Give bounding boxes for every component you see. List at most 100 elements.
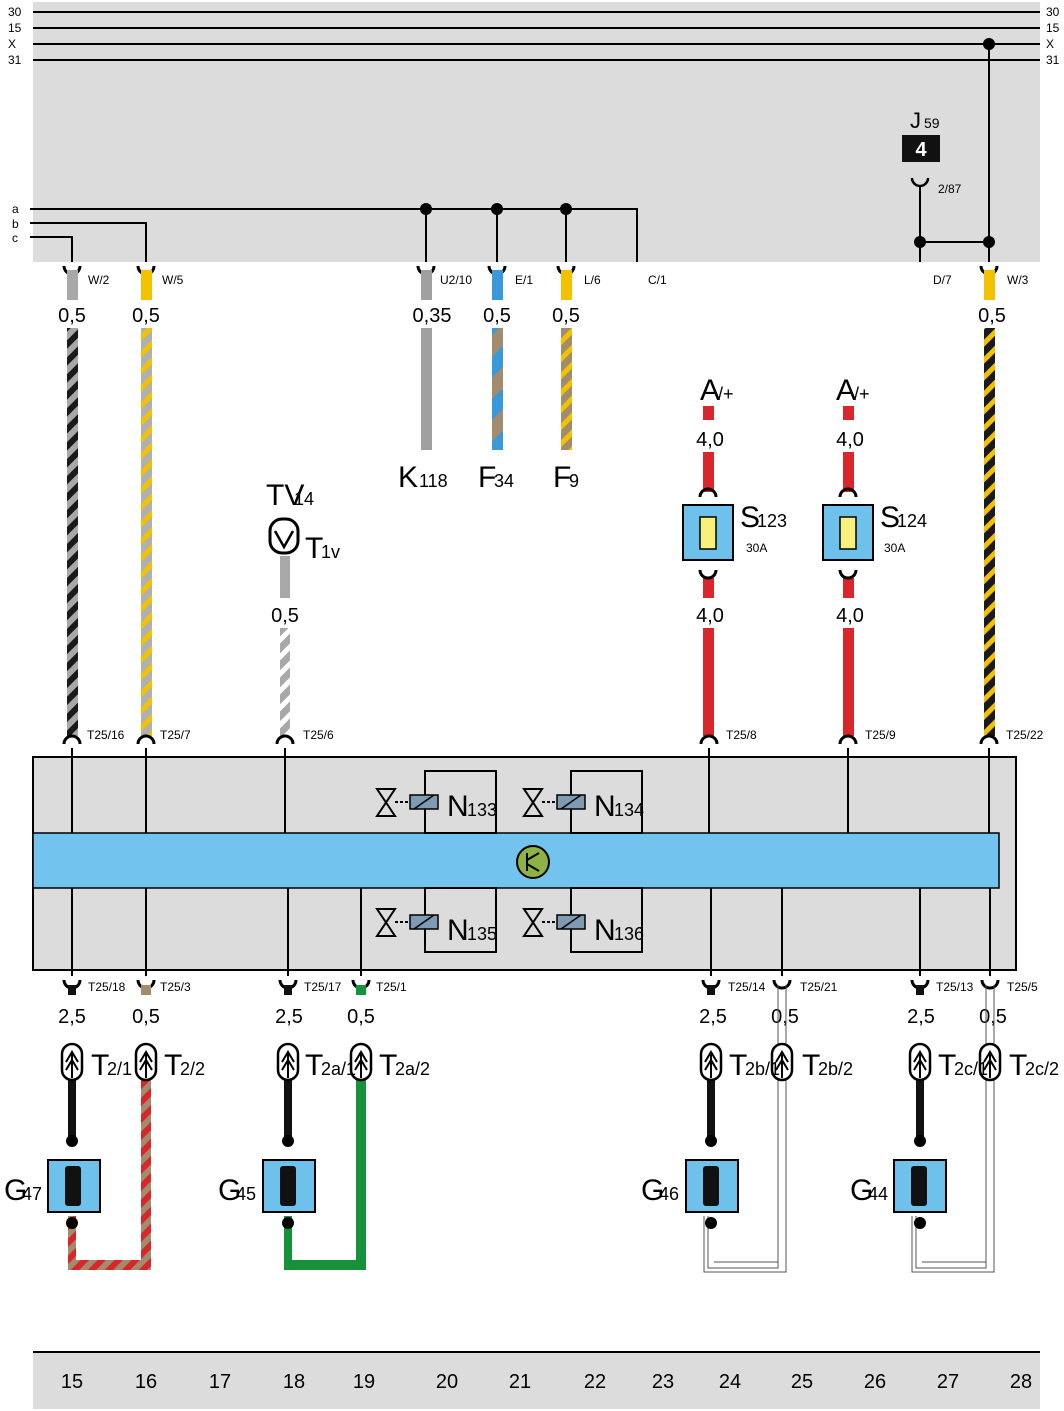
svg-text:133: 133 (467, 800, 497, 820)
bus-lines (33, 11, 1040, 61)
svg-text:26: 26 (864, 1371, 886, 1393)
svg-text:2,5: 2,5 (699, 1006, 727, 1028)
svg-text:0,5: 0,5 (58, 305, 86, 327)
svg-text:T: T (91, 1049, 109, 1082)
t25-top-labels: T25/16 T25/7 T25/6 T25/8 T25/9 T25/22 (87, 728, 1044, 742)
svg-text:N: N (594, 914, 616, 947)
svg-text:T25/9: T25/9 (865, 728, 896, 742)
svg-text:N: N (447, 914, 469, 947)
svg-text:0,5: 0,5 (483, 305, 511, 327)
svg-text:/+: /+ (718, 384, 734, 404)
svg-text:0,5: 0,5 (132, 1006, 160, 1028)
svg-text:2b/1: 2b/1 (745, 1059, 780, 1079)
bottom-wire-sizes: 2,5 0,5 2,5 0,5 2,5 0,5 2,5 0,5 (58, 1006, 1007, 1028)
pin-d7: D/7 (933, 273, 952, 287)
svg-text:T25/8: T25/8 (726, 728, 757, 742)
pin-l6: L/6 (584, 273, 601, 287)
bus-labels-left: 30 15 X 31 (8, 5, 22, 67)
bus-label-x-left: X (8, 37, 16, 51)
sensor-g44: G44 (850, 1135, 947, 1229)
relay-j59-label: J (910, 108, 921, 133)
svg-text:19: 19 (353, 1371, 375, 1393)
t25-bottom-labels: T25/18 T25/3 T25/17 T25/1 T25/14 T25/21 … (88, 980, 1038, 994)
svg-text:T: T (729, 1049, 747, 1082)
svg-text:30A: 30A (884, 541, 905, 555)
svg-text:118: 118 (419, 471, 448, 491)
sensor-g47: G47 (4, 1135, 101, 1229)
internal-lines (30, 44, 990, 262)
internal-line-labels: a b c (12, 202, 19, 245)
svg-text:0,5: 0,5 (552, 305, 580, 327)
k118-label: K (398, 461, 418, 494)
svg-text:G: G (850, 1174, 873, 1207)
svg-text:T25/3: T25/3 (160, 980, 191, 994)
svg-text:2a/2: 2a/2 (395, 1059, 430, 1079)
svg-text:2,5: 2,5 (275, 1006, 303, 1028)
svg-text:T: T (938, 1049, 956, 1082)
svg-text:30A: 30A (746, 541, 767, 555)
svg-text:T25/7: T25/7 (160, 728, 191, 742)
svg-text:4,0: 4,0 (836, 429, 864, 451)
svg-text:N: N (447, 790, 469, 823)
svg-text:25: 25 (791, 1371, 813, 1393)
bus-label-30-left: 30 (8, 5, 22, 19)
bus-label-x-right: X (1046, 37, 1054, 51)
svg-text:0,5: 0,5 (771, 1006, 799, 1028)
svg-text:18: 18 (283, 1371, 305, 1393)
column-strip: 15 16 17 18 19 20 21 22 23 24 25 26 27 2… (33, 1351, 1040, 1409)
top-wire-sizes: 0,5 0,5 0,35 0,5 0,5 0,5 0,5 4,0 4,0 4,0… (58, 305, 1006, 627)
svg-text:T25/16: T25/16 (87, 728, 125, 742)
svg-text:15: 15 (61, 1371, 83, 1393)
svg-text:2c/1: 2c/1 (954, 1059, 988, 1079)
bus-label-31-left: 31 (8, 53, 22, 67)
svg-text:T25/17: T25/17 (304, 980, 342, 994)
power-labels: A/+ A/+ (700, 374, 870, 407)
junction-dots (420, 38, 995, 248)
svg-text:44: 44 (868, 1184, 888, 1204)
svg-text:4,0: 4,0 (696, 605, 724, 627)
pin-w2: W/2 (88, 273, 110, 287)
t25-bottom-connectors (62, 979, 1000, 990)
svg-text:2a/1: 2a/1 (321, 1059, 356, 1079)
svg-text:16: 16 (135, 1371, 157, 1393)
svg-text:0,5: 0,5 (978, 305, 1006, 327)
f9-label: F (553, 461, 571, 494)
relay-j59-pin: 2/87 (938, 182, 962, 196)
svg-text:T25/18: T25/18 (88, 980, 126, 994)
svg-text:123: 123 (757, 511, 787, 531)
svg-text:4,0: 4,0 (696, 429, 724, 451)
bus-label-15-left: 15 (8, 21, 22, 35)
line-label-b: b (12, 217, 19, 231)
svg-text:27: 27 (937, 1371, 959, 1393)
relay-j59: J 59 4 2/87 (902, 108, 962, 198)
svg-text:0,5: 0,5 (271, 605, 299, 627)
svg-text:2,5: 2,5 (58, 1006, 86, 1028)
svg-text:T25/14: T25/14 (728, 980, 766, 994)
bottom-wires (68, 985, 995, 1273)
svg-text:T25/5: T25/5 (1007, 980, 1038, 994)
svg-text:20: 20 (436, 1371, 458, 1393)
svg-text:9: 9 (569, 471, 579, 491)
svg-text:T: T (305, 532, 323, 565)
sensor-g45: G45 (218, 1135, 316, 1229)
svg-text:N: N (594, 790, 616, 823)
pin-u2-10: U2/10 (440, 273, 472, 287)
svg-text:T: T (802, 1049, 820, 1082)
svg-text:24: 24 (719, 1371, 741, 1393)
svg-text:T: T (305, 1049, 323, 1082)
svg-text:17: 17 (209, 1371, 231, 1393)
t2-connector-marks (65, 1050, 997, 1078)
svg-text:23: 23 (652, 1371, 674, 1393)
svg-text:4,0: 4,0 (836, 605, 864, 627)
t25-top-connectors (62, 734, 999, 745)
svg-text:2,5: 2,5 (907, 1006, 935, 1028)
svg-text:G: G (4, 1174, 27, 1207)
svg-text:22: 22 (584, 1371, 606, 1393)
svg-text:S: S (740, 501, 760, 534)
t2-connector-labels: T2/1 T2/2 T2a/1 T2a/2 T2b/1 T2b/2 T2c/1 … (91, 1049, 1059, 1082)
